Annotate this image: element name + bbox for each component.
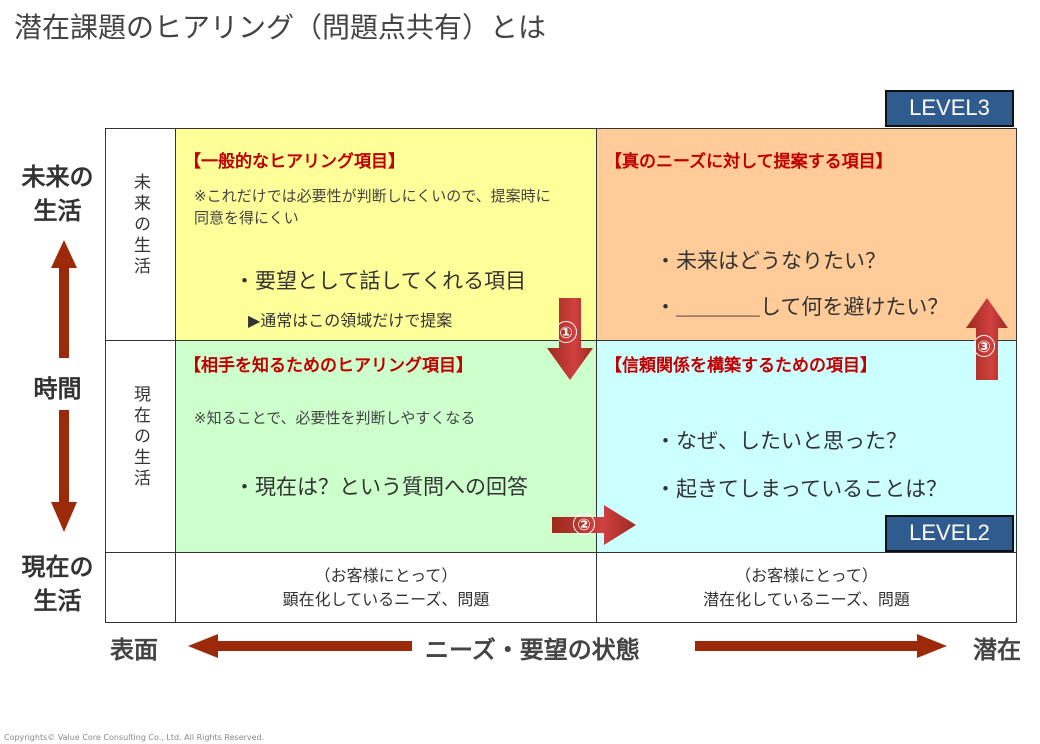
- step3-number: ③: [973, 335, 995, 357]
- level2-badge: LEVEL2: [885, 515, 1014, 552]
- axis-label-present-text: 現在の生活: [21, 553, 94, 615]
- quadrant-heading: 【真のニーズに対して提案する項目】: [605, 152, 893, 172]
- quadrant-item: ・なぜ、したいと思った？: [655, 429, 907, 453]
- quadrant-general-hearing: 【一般的なヒアリング項目】 ※これだけでは必要性が判断しにくいので、提案時に同意…: [175, 128, 597, 341]
- quadrant-note: ※これだけでは必要性が判断しにくいので、提案時に同意を得にくい: [194, 187, 551, 227]
- axis-label-time: 時間: [33, 375, 82, 403]
- time-up-arrow-icon: [51, 240, 77, 358]
- quadrant-item: ・要望として話してくれる項目: [234, 269, 527, 293]
- row-label-present-cell: 現在の生活: [105, 340, 176, 553]
- step1-number: ①: [555, 321, 577, 343]
- row-label-future-cell: 未来の生活: [105, 128, 176, 341]
- quadrant-sub: ▶通常はこの領域だけで提案: [248, 311, 453, 330]
- empty-cell: [105, 552, 176, 623]
- bottom-line: 潜在化しているニーズ、問題: [703, 590, 910, 609]
- quadrant-trust-building: 【信頼関係を構築するための項目】 ・なぜ、したいと思った？ ・起きてしまっている…: [596, 340, 1017, 553]
- quadrant-heading: 【一般的なヒアリング項目】: [184, 152, 405, 172]
- quadrant-heading: 【相手を知るためのヒアリング項目】: [184, 356, 473, 376]
- bottom-line: 顕在化しているニーズ、問題: [282, 590, 490, 609]
- axis-label-present: 現在の生活: [10, 550, 105, 618]
- axis-label-future-text: 未来の生活: [21, 163, 94, 225]
- quadrant-true-needs: 【真のニーズに対して提案する項目】 ・未来はどうなりたい？ ・＿＿＿＿して何を避…: [596, 128, 1017, 341]
- page-title: 潜在課題のヒアリング（問題点共有）とは: [14, 11, 547, 44]
- quadrant-know-client: 【相手を知るためのヒアリング項目】 ※知ることで、必要性を判断しやすくなる ・現…: [175, 340, 597, 553]
- quadrant-item: ・＿＿＿＿して何を避けたい？: [655, 295, 949, 319]
- quadrant-item: ・起きてしまっていることは？: [655, 477, 948, 501]
- axis-label-latent: 潜在: [973, 636, 1021, 664]
- row-label-present: 現在の生活: [130, 385, 150, 490]
- copyright: Copyrights© Value Core Consulting Co., L…: [4, 733, 265, 742]
- time-down-arrow-icon: [51, 410, 77, 532]
- row-label-future: 未来の生活: [130, 173, 150, 278]
- level3-badge: LEVEL3: [885, 90, 1014, 127]
- quadrant-item: ・未来はどうなりたい？: [655, 249, 886, 273]
- bottom-cell-latent: （お客様にとって） 潜在化しているニーズ、問題: [596, 552, 1017, 623]
- quadrant-heading: 【信頼関係を構築するための項目】: [605, 356, 877, 376]
- bottom-line: （お客様にとって）: [314, 566, 458, 585]
- latent-right-arrow-icon: [695, 634, 947, 658]
- step2-number: ②: [573, 513, 595, 535]
- bottom-line: （お客様にとって）: [735, 566, 878, 585]
- axis-label-needs-state: ニーズ・要望の状態: [425, 636, 640, 664]
- axis-label-future: 未来の生活: [10, 160, 105, 228]
- bottom-cell-apparent: （お客様にとって） 顕在化しているニーズ、問題: [175, 552, 597, 623]
- quadrant-item: ・現在は？という質問への回答: [234, 475, 528, 499]
- surface-left-arrow-icon: [188, 634, 412, 658]
- quadrant-note: ※知ることで、必要性を判断しやすくなる: [194, 409, 476, 427]
- axis-label-surface: 表面: [110, 636, 158, 664]
- step2-right-arrow-icon: [552, 505, 636, 545]
